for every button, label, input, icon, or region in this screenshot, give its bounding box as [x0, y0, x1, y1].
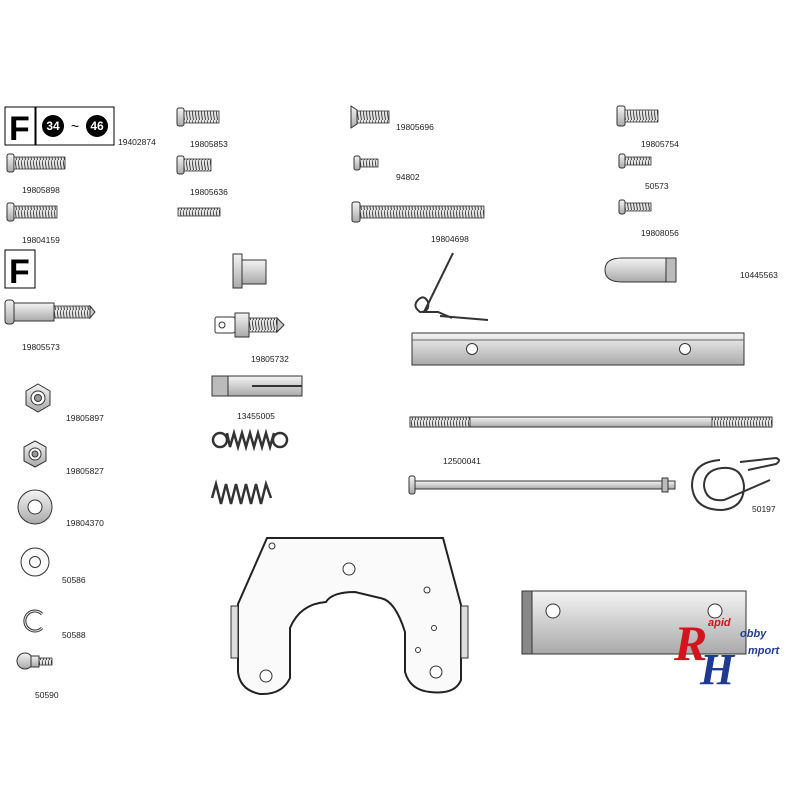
part-label-50573: 50573	[645, 181, 669, 191]
mount-hole	[342, 562, 356, 576]
angle-bracket-long	[411, 332, 745, 366]
screw-19805898	[6, 153, 66, 173]
step-from-number: 34	[46, 119, 60, 133]
part-label-19804159: 19804159	[22, 235, 60, 245]
part-label-50588: 50588	[62, 630, 86, 640]
screw-19808056	[618, 199, 652, 215]
logo-letter-r: R	[673, 615, 707, 671]
step-tilde: ~	[71, 118, 79, 134]
compression-spring	[210, 479, 273, 505]
part-label-12500041: 12500041	[443, 456, 481, 466]
part-label-50197: 50197	[752, 504, 776, 514]
mount-hole	[415, 647, 421, 653]
part-label-19805853: 19805853	[190, 139, 228, 149]
part-label-19805754: 19805754	[641, 139, 679, 149]
section-letter: F	[9, 110, 30, 148]
section-letter-box	[4, 106, 36, 146]
screw-50573	[618, 153, 652, 169]
mount-hole	[423, 586, 431, 594]
section-header: F 34 ~ 46	[4, 106, 115, 148]
part-label-19805827: 19805827	[66, 466, 104, 476]
part-label-10445563: 10445563	[740, 270, 778, 280]
hinge-pin	[408, 475, 676, 495]
part-label-19805696: 19805696	[396, 122, 434, 132]
part-label-50586: 50586	[62, 575, 86, 585]
extension-spring	[211, 428, 289, 452]
pivot-pin-10445563	[604, 257, 677, 283]
washer-19804370	[17, 489, 53, 525]
mount-hole	[431, 625, 437, 631]
ball-stud-50590	[16, 652, 53, 670]
part-label-19805732: 19805732	[251, 354, 289, 364]
nut-19805827	[23, 440, 47, 468]
part-label-19808056: 19808056	[641, 228, 679, 238]
section-letter-box-2	[4, 249, 36, 289]
part-label-19402874: 19402874	[118, 137, 156, 147]
mount-hole	[268, 542, 276, 550]
screw-19805853	[176, 107, 220, 127]
washer-50586	[20, 547, 50, 577]
body-clip-50197	[690, 456, 780, 512]
screw-19805696-countersunk	[350, 105, 390, 129]
part-label-19805636: 19805636	[190, 187, 228, 197]
logo-letter-h: H	[699, 645, 736, 694]
setscrew-grub	[177, 207, 221, 217]
logo-word-rapid: apid	[708, 617, 731, 629]
section-letter-2: F	[9, 253, 30, 291]
part-label-50590: 50590	[35, 690, 59, 700]
servo-mount-plate	[230, 537, 469, 696]
screw-19804159	[6, 202, 58, 222]
shoulder-screw-19805573	[4, 299, 96, 325]
threaded-rod	[409, 416, 773, 428]
screw-19805754	[616, 105, 659, 127]
part-label-19805897: 19805897	[66, 413, 104, 423]
screw-19804698	[351, 201, 485, 223]
screw-19805636	[176, 155, 212, 175]
screw-19805732	[214, 312, 285, 338]
screw-94802	[353, 155, 379, 171]
rh-import-logo: R H apid obby mport	[673, 615, 781, 694]
logo-word-import: mport	[748, 645, 781, 657]
part-label-94802: 94802	[396, 172, 420, 182]
step-from-badge	[42, 115, 64, 137]
part-label-13455005: 13455005	[237, 411, 275, 421]
collar-spacer	[232, 253, 267, 289]
mount-hole	[429, 665, 443, 679]
step-to-number: 46	[90, 119, 104, 133]
section-header-2: F	[4, 249, 36, 291]
e-ring-50588	[23, 609, 44, 633]
part-label-19804370: 19804370	[66, 518, 104, 528]
step-to-badge	[86, 115, 108, 137]
part-label-19804698: 19804698	[431, 234, 469, 244]
nylon-nut-19805897	[25, 383, 51, 413]
mount-hole	[259, 669, 273, 683]
part-label-19805898: 19805898	[22, 185, 60, 195]
torsion-spring	[414, 252, 489, 321]
logo-word-hobby: obby	[740, 628, 767, 640]
flat-link-plate	[521, 590, 747, 655]
part-label-19805573: 19805573	[22, 342, 60, 352]
slotted-shaft	[211, 375, 303, 397]
